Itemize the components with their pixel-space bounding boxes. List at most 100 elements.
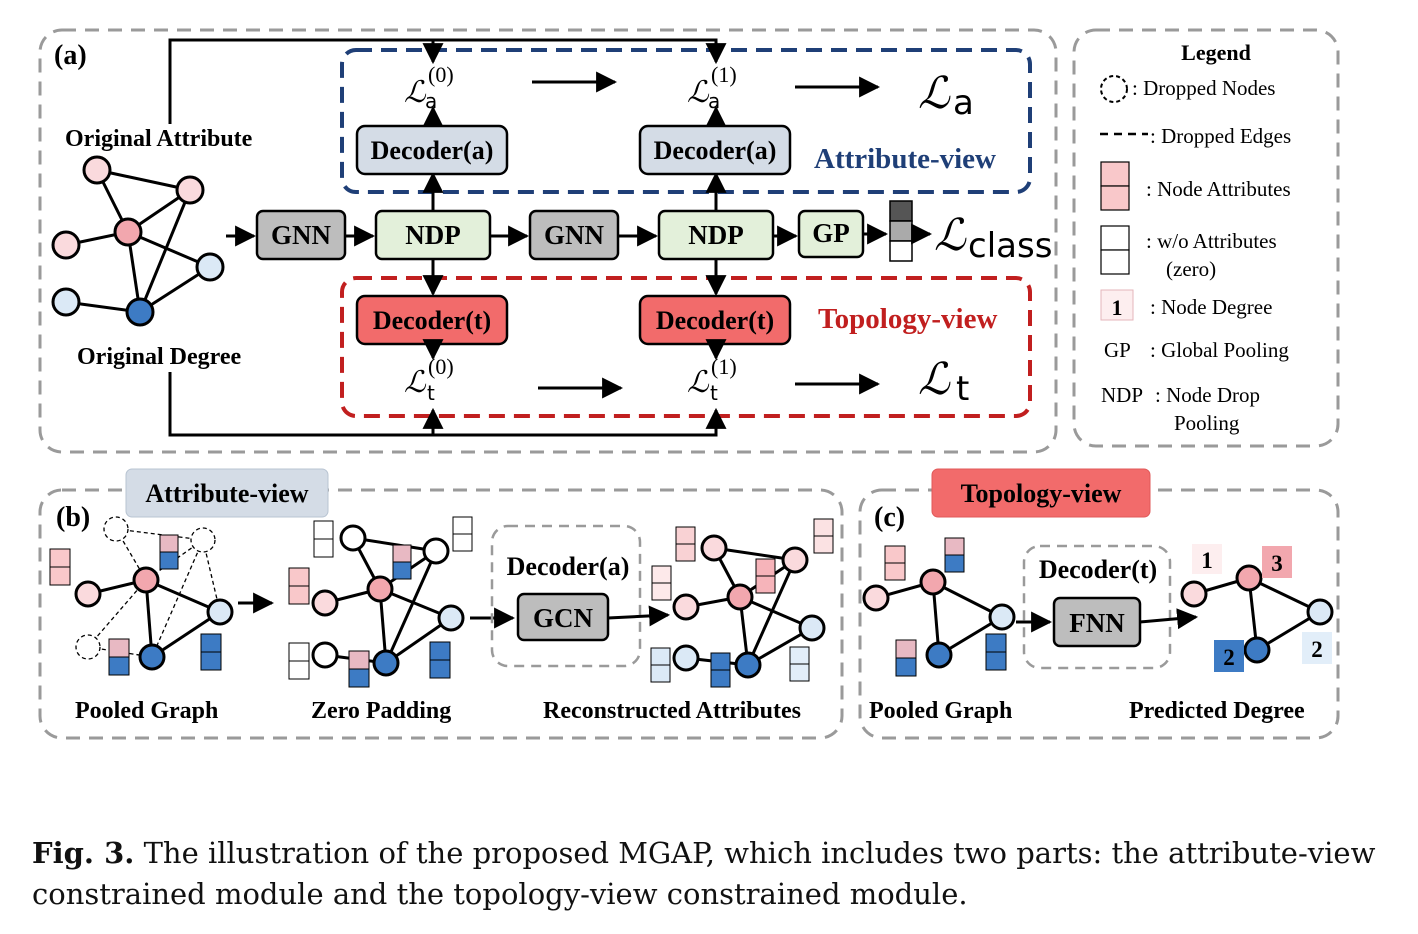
svg-text:(0): (0) bbox=[428, 354, 454, 379]
zero-attribute-icon bbox=[1100, 225, 1130, 275]
caption-fig-number: Fig. 3. bbox=[32, 836, 135, 870]
node bbox=[175, 175, 205, 205]
loss-t-1: ℒ t (1) bbox=[687, 354, 737, 405]
legend-gp-key: GP bbox=[1104, 338, 1131, 362]
original-degree-label: Original Degree bbox=[77, 344, 242, 370]
pooled-graph-label-c: Pooled Graph bbox=[869, 698, 1012, 724]
loss-a-0: ℒ a (0) bbox=[404, 62, 454, 113]
svg-text:ℒ: ℒ bbox=[934, 211, 967, 260]
svg-text:ℒ: ℒ bbox=[918, 69, 951, 118]
svg-text:t: t bbox=[956, 369, 969, 409]
legend-ndp-desc: : Node Drop bbox=[1155, 383, 1260, 407]
arrow bbox=[607, 605, 671, 627]
pooled-graph-b bbox=[49, 516, 234, 676]
svg-text:ℒ: ℒ bbox=[404, 76, 427, 109]
svg-text:1: 1 bbox=[1201, 548, 1213, 573]
topology-view-region bbox=[340, 276, 1032, 418]
reconstructed-graph bbox=[650, 518, 834, 688]
decoder-t-block-2: Decoder(t) bbox=[638, 294, 792, 346]
attr-route-line bbox=[168, 38, 727, 124]
legend-gp-desc: : Global Pooling bbox=[1150, 338, 1289, 362]
fnn-block: FNN bbox=[1052, 596, 1142, 648]
degree-badge: 2 bbox=[1214, 640, 1244, 672]
node bbox=[125, 297, 155, 327]
degree-badge: 1 bbox=[1192, 544, 1222, 574]
svg-text:class: class bbox=[968, 226, 1052, 266]
node bbox=[51, 287, 81, 317]
svg-text:2: 2 bbox=[1223, 645, 1235, 670]
svg-text:GCN: GCN bbox=[533, 603, 594, 633]
node bbox=[195, 252, 225, 282]
svg-text:(1): (1) bbox=[711, 354, 737, 379]
legend-node-degree: : Node Degree bbox=[1150, 295, 1272, 319]
svg-text:ℒ: ℒ bbox=[918, 355, 951, 404]
decoder-t-label-c: Decoder(t) bbox=[1039, 555, 1157, 584]
svg-text:GP: GP bbox=[812, 218, 850, 248]
gnn-block-2: GNN bbox=[528, 209, 620, 261]
svg-text:Topology-view: Topology-view bbox=[961, 479, 1122, 508]
legend-frame bbox=[1072, 28, 1340, 448]
svg-text:ℒ: ℒ bbox=[404, 366, 427, 399]
pooled-graph-label-b: Pooled Graph bbox=[75, 698, 218, 724]
svg-text:Decoder(t): Decoder(t) bbox=[373, 306, 491, 335]
reconstructed-label: Reconstructed Attributes bbox=[543, 698, 801, 724]
zero-padding-graph bbox=[288, 516, 473, 688]
svg-text:t: t bbox=[710, 381, 718, 405]
gnn-block-1: GNN bbox=[255, 209, 347, 261]
degree-badge: 2 bbox=[1302, 632, 1332, 664]
node-degree-icon: 1 bbox=[1100, 289, 1134, 321]
svg-text:a: a bbox=[953, 83, 974, 123]
legend-wo-attributes: : w/o Attributes bbox=[1146, 229, 1277, 253]
svg-text:GNN: GNN bbox=[271, 220, 332, 250]
attribute-view-title: Attribute-view bbox=[814, 143, 996, 175]
node bbox=[113, 217, 143, 247]
svg-text:ℒ: ℒ bbox=[687, 76, 710, 109]
svg-text:a: a bbox=[708, 89, 720, 113]
panel-b-frame bbox=[38, 488, 844, 740]
ndp-block-2: NDP bbox=[657, 209, 775, 261]
arrow bbox=[1139, 608, 1199, 630]
loss-class: ℒ class bbox=[934, 211, 1052, 266]
svg-text:FNN: FNN bbox=[1069, 608, 1125, 638]
node bbox=[51, 230, 81, 260]
svg-text:t: t bbox=[427, 381, 435, 405]
svg-text:GNN: GNN bbox=[544, 220, 605, 250]
svg-text:2: 2 bbox=[1311, 637, 1323, 662]
legend-ndp-key: NDP bbox=[1101, 383, 1143, 407]
panel-b-tag: Attribute-view bbox=[125, 468, 329, 518]
svg-text:(0): (0) bbox=[428, 62, 454, 87]
predicted-degree-label: Predicted Degree bbox=[1129, 698, 1305, 724]
svg-text:NDP: NDP bbox=[405, 220, 461, 250]
loss-t: ℒ t bbox=[918, 355, 969, 409]
node bbox=[82, 155, 112, 185]
dropped-node-icon bbox=[1100, 75, 1128, 103]
loss-t-0: ℒ t (0) bbox=[404, 354, 454, 405]
attribute-view-region bbox=[340, 48, 1032, 194]
svg-text:(1): (1) bbox=[711, 62, 737, 87]
class-prob-bar bbox=[889, 200, 913, 262]
decoder-a-block-2: Decoder(a) bbox=[638, 124, 792, 176]
decoder-a-block-1: Decoder(a) bbox=[355, 124, 509, 176]
panel-c-tag: Topology-view bbox=[931, 468, 1151, 518]
svg-text:NDP: NDP bbox=[688, 220, 744, 250]
loss-a: ℒ a bbox=[918, 69, 974, 123]
svg-text:ℒ: ℒ bbox=[687, 366, 710, 399]
panel-a-label: (a) bbox=[54, 40, 87, 71]
legend-dropped-nodes: : Dropped Nodes bbox=[1132, 76, 1275, 100]
degree-badge: 3 bbox=[1262, 546, 1292, 578]
svg-text:Attribute-view: Attribute-view bbox=[145, 479, 308, 508]
gcn-block: GCN bbox=[516, 592, 610, 642]
decoder-a-region-b bbox=[490, 524, 642, 668]
original-attribute-label: Original Attribute bbox=[65, 126, 253, 152]
zero-padding-label: Zero Padding bbox=[311, 698, 451, 724]
gp-block: GP bbox=[797, 209, 865, 259]
panel-a-frame bbox=[38, 28, 1058, 454]
topology-view-title: Topology-view bbox=[818, 303, 997, 335]
svg-text:3: 3 bbox=[1271, 551, 1283, 576]
figure-caption: Fig. 3. The illustration of the proposed… bbox=[32, 833, 1402, 915]
legend-dropped-edges: : Dropped Edges bbox=[1150, 124, 1291, 148]
svg-text:1: 1 bbox=[1112, 295, 1123, 320]
predicted-degree-graph bbox=[1180, 564, 1334, 664]
panel-c-label: (c) bbox=[874, 502, 905, 533]
